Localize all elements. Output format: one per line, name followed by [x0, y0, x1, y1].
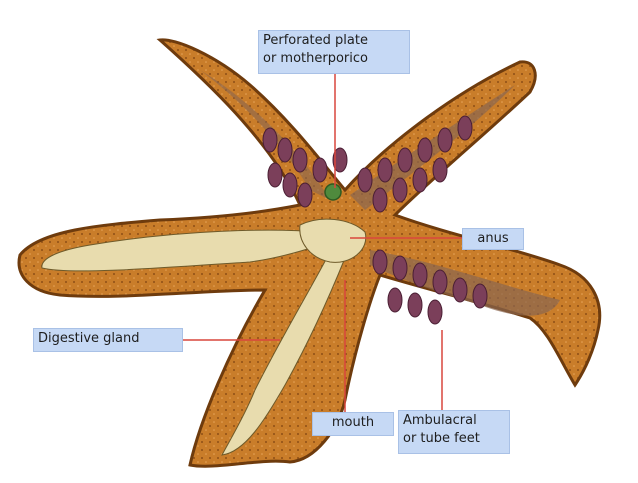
digestive-gland-label: Digestive gland: [33, 328, 183, 352]
anus-label: anus: [462, 228, 524, 250]
madreporite: [325, 184, 341, 200]
mouth-label: mouth: [312, 412, 394, 436]
perforated-plate-label: Perforated plate or motherporico: [258, 30, 410, 74]
tube-feet-label: Ambulacral or tube feet: [398, 410, 510, 454]
